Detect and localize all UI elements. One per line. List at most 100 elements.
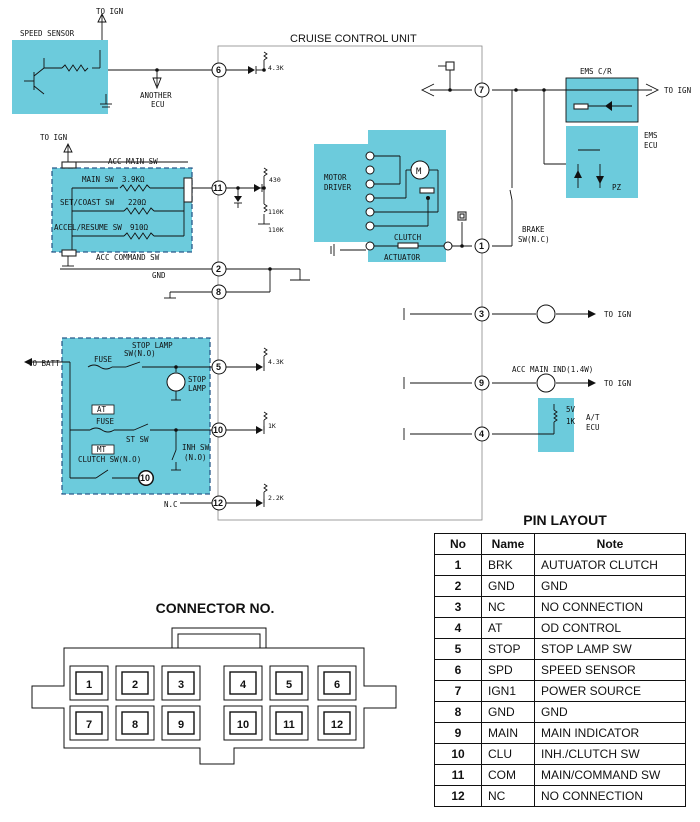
acc-command-sw-label: ACC COMMAND SW [96,253,160,262]
r-3-9k: 3.9KΩ [122,175,145,184]
cell-note: NO CONNECTION [534,785,686,807]
pin9-to-ign: TO IGN [604,379,631,388]
svg-text:9: 9 [479,378,484,388]
connector-pin-cell: 12 [317,705,357,741]
cell-no: 6 [434,659,482,681]
fuse-label-1: FUSE [94,355,113,364]
set-coast-sw-label: SET/COAST SW [60,198,115,207]
cell-note: MAIN INDICATOR [534,722,686,744]
unit-title: CRUISE CONTROL UNIT [290,33,417,45]
gnd-label: GND [152,271,166,280]
header-no: No [434,533,482,555]
cell-name: NC [481,596,535,618]
motor-m-label: M [416,167,422,177]
clutch-sw-label: CLUTCH SW(N.O) [78,455,141,464]
acc-switch-box [52,168,192,252]
connector-pin-cell: 3 [161,665,201,701]
cell-no: 3 [434,596,482,618]
acc-main-sw-label: ACC MAIN SW [108,157,158,166]
svg-text:6: 6 [216,65,221,75]
svg-text:10: 10 [213,425,223,435]
speed-sensor-box [12,40,108,114]
another-ecu-label-2: ECU [151,100,165,109]
connector-pin-cell: 4 [223,665,263,701]
svg-text:2: 2 [216,264,221,274]
connector-pin-number: 4 [240,679,247,691]
connector-pin-number: 12 [331,719,343,731]
connector-title: CONNECTOR NO. [155,600,275,616]
header-note: Note [534,533,686,555]
cell-no: 12 [434,785,482,807]
connector-pin-cell: 11 [269,705,309,741]
accel-resume-sw-label: ACCEL/RESUME SW [54,223,122,232]
pin-7: 7 [474,82,490,98]
main-indicator-lamp-icon [536,373,556,393]
cell-name: MAIN [481,722,535,744]
at-ecu-label-1: A/T [586,413,600,422]
cell-name: NC [481,785,535,807]
cell-name: CLU [481,743,535,765]
r-1k: 1K [268,422,276,430]
cell-note: GND [534,575,686,597]
pin-layout-title: PIN LAYOUT [523,512,607,528]
cell-no: 5 [434,638,482,660]
pin-1: 1 [474,238,490,254]
at-label: AT [97,405,107,414]
cell-no: 11 [434,764,482,786]
nc-label: N.C [164,500,178,509]
speed-sensor-label: SPEED SENSOR [20,29,75,38]
connector-pin-cell: 5 [269,665,309,701]
connector-pin-cell: 10 [223,705,263,741]
cell-name: STOP [481,638,535,660]
r-2-2k: 2.2K [268,494,284,502]
fuse-label-2: FUSE [96,417,115,426]
pin3-to-ign: TO IGN [604,310,631,319]
pin-8: 8 [211,284,227,300]
ems-ecu-box [566,126,638,198]
connector-pin-cell: 9 [161,705,201,741]
cell-no: 2 [434,575,482,597]
cell-note: GND [534,701,686,723]
connector-pin-cell: 2 [115,665,155,701]
pin-table-header: No Name Note [434,533,686,555]
stop-lamp-label-1: STOP [188,375,207,384]
cell-note: POWER SOURCE [534,680,686,702]
svg-text:1: 1 [479,241,484,251]
ems-ecu-label-2: ECU [644,141,658,150]
acc-main-ind-label: ACC MAIN IND(1.4W) [512,365,593,374]
stop-lamp-box [62,338,210,494]
connector-pin-cell: 6 [317,665,357,701]
cell-no: 7 [434,680,482,702]
clutch-sw-pin-number: 10 [140,473,150,483]
another-ecu-arrow [152,77,162,90]
cell-no: 4 [434,617,482,639]
stop-lamp-sw-label-1: STOP LAMP [132,341,173,350]
cell-note: SPEED SENSOR [534,659,686,681]
stop-lamp-icon [166,372,186,392]
ems-ecu-label-1: EMS [644,131,658,140]
brake-sw-label-1: BRAKE [522,225,545,234]
actuator-label: ACTUATOR [384,253,421,262]
cell-name: IGN1 [481,680,535,702]
cell-note: INH./CLUTCH SW [534,743,686,765]
clutch-label: CLUTCH [394,233,422,242]
svg-text:7: 7 [479,85,484,95]
mt-label: MT [97,445,107,454]
connector-pin-cell: 7 [69,705,109,741]
main-sw-label: MAIN SW [82,175,114,184]
cell-name: AT [481,617,535,639]
cell-name: GND [481,575,535,597]
r-430: 430 [269,176,281,184]
pin-3: 3 [474,306,490,322]
connector-pin-number: 3 [178,679,184,691]
speed-sensor-to-ign: TO IGN [96,7,123,16]
cell-no: 1 [434,554,482,576]
r-110k-a: 110K [268,208,284,216]
